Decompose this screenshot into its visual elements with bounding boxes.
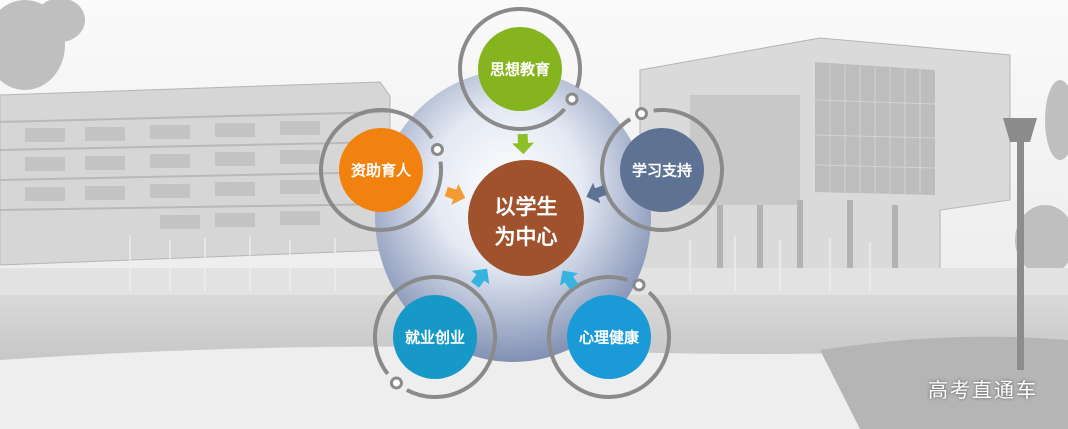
- watermark-text: 高考直通车: [928, 378, 1038, 402]
- node-circle-sixiang-jiaoyu: [478, 27, 562, 111]
- center-label-line1: 以学生: [495, 195, 558, 219]
- arrow-zizhu-yuren: [444, 184, 466, 205]
- ring-arc-xinli-jiankang: [547, 275, 671, 399]
- node-label-jiuye-chuangye: 就业创业: [405, 329, 465, 347]
- node-arrows: [444, 133, 607, 290]
- ring-arc-zizhu-yuren: [319, 108, 443, 232]
- arrow-xinli-jiankang: [559, 270, 579, 290]
- ring-arc-xuexi-zhichi: [600, 108, 724, 232]
- ring-dot-jiuye-chuangye: [389, 376, 403, 390]
- center-node: 以学生 为中心: [468, 160, 584, 276]
- ring-dot-sixiang-jiaoyu: [565, 92, 579, 106]
- arrow-jiuye-chuangye: [471, 268, 490, 288]
- node-xuexi-zhichi: 学习支持: [620, 128, 704, 212]
- center-label-line2: 为中心: [495, 225, 558, 249]
- node-circle-zizhu-yuren: [339, 128, 423, 212]
- ring-dot-zizhu-yuren: [430, 142, 444, 156]
- node-label-xuexi-zhichi: 学习支持: [632, 162, 692, 180]
- arrow-sixiang-jiaoyu: [512, 133, 534, 155]
- node-rings: [319, 7, 724, 399]
- node-circle-jiuye-chuangye: [393, 295, 477, 379]
- node-label-sixiang-jiaoyu: 思想教育: [490, 61, 550, 79]
- node-jiuye-chuangye: 就业创业: [393, 295, 477, 379]
- ring-dot-xuexi-zhichi: [634, 107, 648, 121]
- node-label-xinli-jiankang: 心理健康: [579, 329, 640, 347]
- node-circle-xuexi-zhichi: [620, 128, 704, 212]
- node-label-zizhu-yuren: 资助育人: [351, 162, 412, 180]
- node-zizhu-yuren: 资助育人: [339, 128, 423, 212]
- center-circle: [468, 160, 584, 276]
- ring-arc-sixiang-jiaoyu: [458, 7, 582, 131]
- ring-dot-xinli-jiankang: [632, 278, 646, 292]
- ring-arc-jiuye-chuangye: [373, 275, 497, 399]
- node-xinli-jiankang: 心理健康: [567, 295, 651, 379]
- node-circle-xinli-jiankang: [567, 295, 651, 379]
- arrow-xuexi-zhichi: [586, 182, 607, 204]
- node-sixiang-jiaoyu: 思想教育: [478, 27, 562, 111]
